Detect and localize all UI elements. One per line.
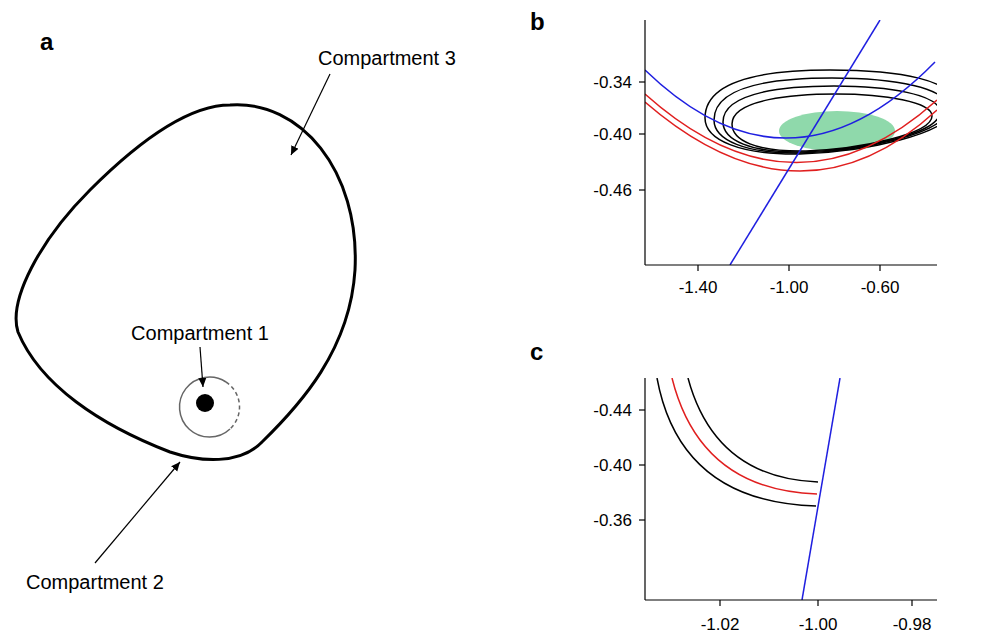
part-label: Compartment 3 xyxy=(318,48,456,68)
black-curve xyxy=(723,86,937,152)
axes-b xyxy=(639,20,937,271)
panel-letter: b xyxy=(530,10,545,34)
black-curve xyxy=(657,378,816,506)
tick-label: -0.60 xyxy=(861,279,900,296)
part-label: Compartment 2 xyxy=(26,572,164,592)
tick-label: -1.00 xyxy=(770,279,809,296)
red-curve xyxy=(645,102,937,171)
tick-label: -0.40 xyxy=(593,126,632,143)
compartment-2-boundary-dashed xyxy=(226,382,240,429)
blue-line xyxy=(730,20,880,265)
leader-line xyxy=(95,462,180,563)
black-curve xyxy=(705,70,937,154)
compartment-3-outline xyxy=(16,105,355,460)
panel-letter: a xyxy=(40,30,53,54)
black-curve xyxy=(714,78,937,153)
leader-line xyxy=(200,347,203,387)
leader-line xyxy=(291,74,330,155)
tick-label: -1.40 xyxy=(679,279,718,296)
axes-c xyxy=(639,378,937,606)
tick-label: -0.36 xyxy=(593,512,632,529)
tick-label: -0.98 xyxy=(893,616,932,633)
part-label: Compartment 1 xyxy=(131,323,269,343)
compartment-1-dot xyxy=(196,394,214,412)
tick-label: -1.02 xyxy=(701,616,740,633)
tick-label: -1.00 xyxy=(799,616,838,633)
tick-label: -0.46 xyxy=(593,182,632,199)
black-curve xyxy=(688,378,818,482)
tick-label: -0.34 xyxy=(593,74,632,91)
blue-line xyxy=(802,378,840,600)
red-curve xyxy=(645,94,937,163)
panel-letter: c xyxy=(530,340,543,364)
red-curve xyxy=(672,378,817,494)
tick-label: -0.40 xyxy=(593,457,632,474)
tick-label: -0.44 xyxy=(593,402,632,419)
compartment-2-boundary xyxy=(180,377,230,437)
black-curve xyxy=(732,94,932,151)
